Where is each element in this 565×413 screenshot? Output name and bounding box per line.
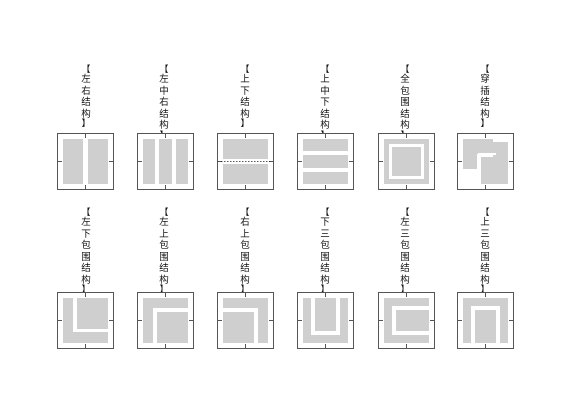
label-top-middle-bottom: 上中下结构 — [318, 66, 332, 140]
diagram-top-middle-bottom — [297, 133, 354, 190]
diagram-full-enclosure — [378, 133, 435, 190]
label-left-right: 左右结构 — [79, 66, 93, 128]
label-top-three-enclosure: 上三包围结构 — [478, 209, 492, 294]
diagram-interlaced — [457, 133, 514, 190]
label-top-right-enclosure: 右上包围结构 — [238, 209, 252, 294]
diagram-left-middle-right — [137, 133, 194, 190]
diagram-bottom-three-enclosure — [297, 292, 354, 349]
diagram-left-right — [57, 133, 114, 190]
label-interlaced: 穿插结构 — [478, 66, 492, 128]
label-bottom-three-enclosure: 下三包围结构 — [318, 209, 332, 294]
label-left-three-enclosure: 左三包围结构 — [398, 209, 412, 294]
diagram-left-three-enclosure — [378, 292, 435, 349]
diagram-bottom-left-enclosure — [57, 292, 114, 349]
label-top-left-enclosure: 左上包围结构 — [157, 209, 171, 294]
label-left-middle-right: 左中右结构 — [157, 66, 171, 140]
diagram-top-bottom — [217, 133, 274, 190]
diagram-top-right-enclosure — [217, 292, 274, 349]
label-full-enclosure: 全包围结构 — [398, 66, 412, 140]
label-top-bottom: 上下结构 — [238, 66, 252, 128]
diagram-top-three-enclosure — [457, 292, 514, 349]
label-bottom-left-enclosure: 左下包围结构 — [79, 209, 93, 294]
diagram-top-left-enclosure — [137, 292, 194, 349]
